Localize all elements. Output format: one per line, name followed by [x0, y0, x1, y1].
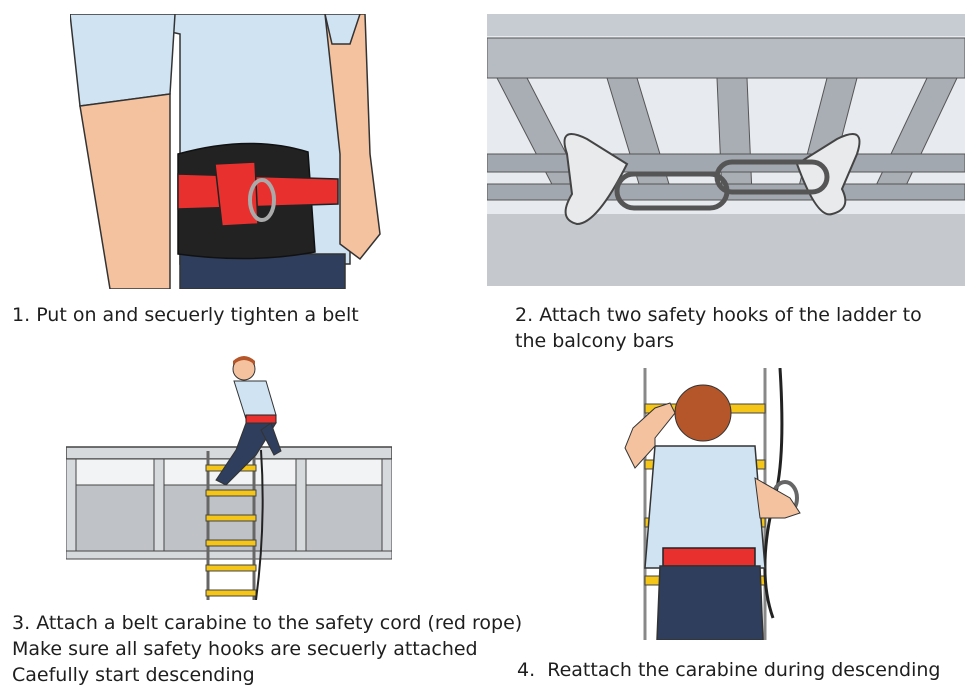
step-4-caption: 4. Reattach the carabine during descendi… [517, 657, 940, 683]
step-4-text: Reattach the carabine during descending [547, 659, 941, 681]
step-1-caption: 1. Put on and secuerly tighten a belt [12, 302, 359, 328]
panel-3-descend-illustration [66, 355, 392, 600]
step-2-number: 2. [515, 304, 534, 326]
step-4-line-1: 4. Reattach the carabine during descendi… [517, 657, 940, 683]
hooks-illustration [487, 14, 965, 286]
panel-1-belt-illustration [70, 14, 395, 289]
step-1-line-1: 1. Put on and secuerly tighten a belt [12, 302, 359, 328]
step-3-number: 3. [12, 612, 31, 634]
belt-illustration [70, 14, 381, 289]
step-3-text-2: Make sure all safety hooks are secuerly … [12, 638, 478, 660]
step-3-text-1: Attach a belt carabine to the safety cor… [36, 612, 523, 634]
step-1-text: Put on and secuerly tighten a belt [36, 304, 359, 326]
step-1-number: 1. [12, 304, 31, 326]
step-3-line-1: 3. Attach a belt carabine to the safety … [12, 610, 522, 636]
step-3-caption: 3. Attach a belt carabine to the safety … [12, 610, 522, 688]
step-4-number: 4. [517, 659, 536, 681]
balcony-descend-illustration [66, 356, 392, 600]
step-2-text-1: Attach two safety hooks of the ladder to [539, 304, 922, 326]
panel-2-hooks-illustration [487, 14, 965, 286]
step-3-text-3: Caefully start descending [12, 664, 255, 686]
step-2-caption: 2. Attach two safety hooks of the ladder… [515, 302, 922, 354]
step-2-line-1: 2. Attach two safety hooks of the ladder… [515, 302, 922, 328]
step-2-text-2: the balcony bars [515, 330, 675, 352]
reattach-carabine-illustration [624, 368, 801, 640]
panel-4-reattach-illustration [615, 368, 815, 640]
